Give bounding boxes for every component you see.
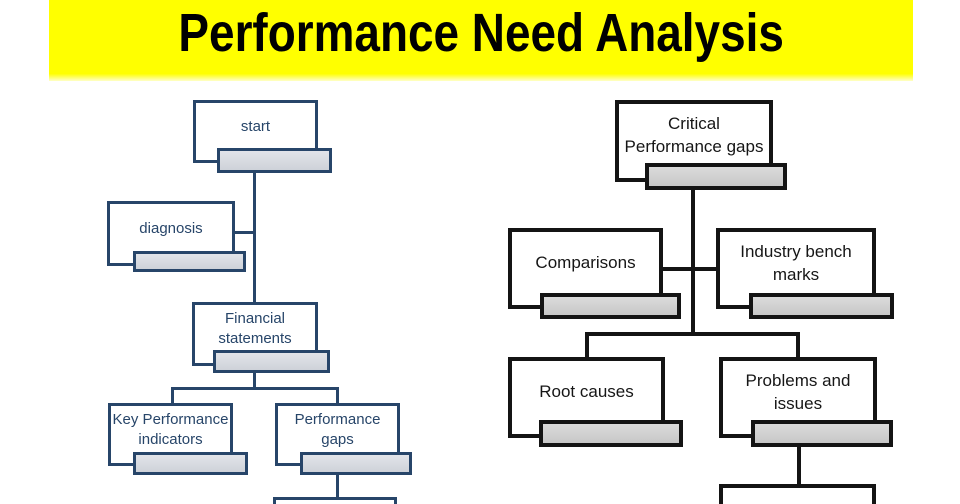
node-performance-gaps-label-line1: Performance [294,410,381,428]
connector-branch-horizontal-right [585,332,800,336]
connector-diagnosis-branch [235,231,256,234]
node-diagnosis-shadow-bar [133,251,246,272]
node-problems-shadow-bar [751,420,893,447]
connector-branch-right-drop [336,387,339,404]
node-financial-statements-label-line2: statements [218,330,292,347]
node-critical-label-line2: Performance gaps [624,137,764,156]
node-financial-statements-label-line1: Financial [224,310,286,327]
node-root-causes-shadow-bar [539,420,683,447]
node-performance-gaps-label-line2: gaps [321,430,354,448]
connector-branch-horizontal [171,387,339,390]
node-industry-shadow-bar [749,293,894,319]
node-kpi-label-line2: indicators [138,430,203,448]
node-comparisons-shadow-bar [540,293,681,319]
node-partial-bottom-right [719,484,876,504]
node-performance-gaps-shadow-bar [300,452,412,475]
connector-comparisons-industry [663,267,716,271]
connector-problems-down [797,447,801,484]
connector-start-to-financial [253,173,256,302]
title-banner: Performance Need Analysis [49,0,913,81]
node-industry-label-line1: Industry bench [740,241,852,261]
node-start-label: start [240,117,271,135]
connector-financial-stub [253,373,256,389]
node-industry-label-line2: marks [772,264,820,284]
connector-branch-left-drop [171,387,174,404]
node-diagnosis-label: diagnosis [139,219,203,237]
node-critical-shadow-bar [645,163,787,190]
connector-root-drop [585,332,589,357]
node-critical-label-line1: Critical [668,114,720,133]
page-title: Performance Need Analysis [178,2,784,63]
node-partial-bottom-left [273,497,397,504]
node-root-causes-label: Root causes [539,382,634,401]
node-comparisons-label: Comparisons [535,253,636,272]
node-kpi-shadow-bar [133,452,248,475]
node-key-performance-indicators: Key Performance indicators [108,403,233,466]
connector-critical-trunk [691,189,695,336]
node-financial-statements-shadow-bar [213,350,330,373]
connector-problems-drop [796,332,800,357]
node-kpi-label-line1: Key Performance [112,410,229,428]
node-start-shadow-bar [217,148,332,173]
node-problems-label-line1: Problems and [745,370,851,390]
node-problems-label-line2: issues [773,393,823,413]
connector-gaps-down [336,475,339,498]
